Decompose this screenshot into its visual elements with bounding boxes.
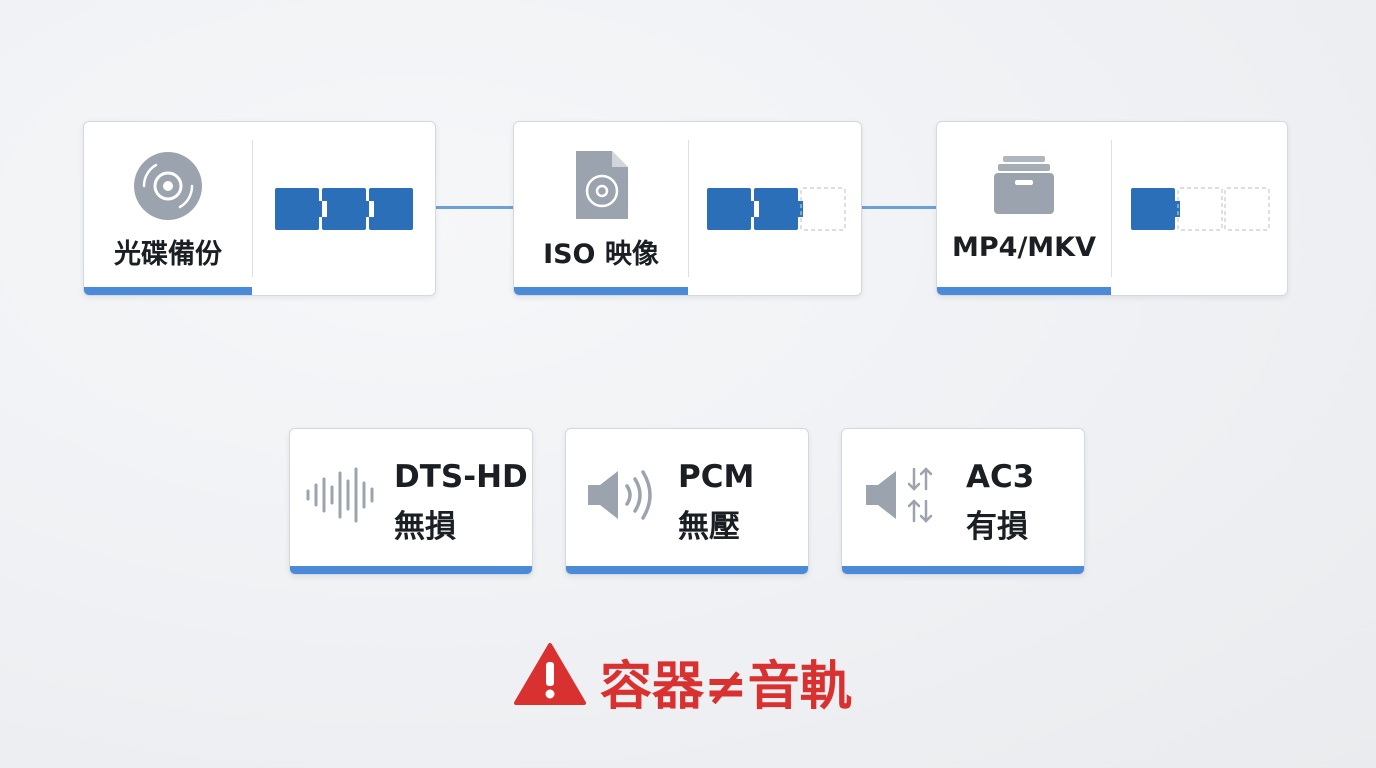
track-block-filled	[754, 188, 803, 230]
track-block-empty	[1224, 187, 1270, 231]
codec-quality: 無損	[394, 509, 456, 545]
format-label: MP4/MKV	[952, 232, 1096, 263]
connector-line	[860, 206, 938, 209]
codec-name: DTS-HD	[394, 459, 528, 495]
format-label: ISO 映像	[543, 239, 659, 270]
warning-text: 容器≠音軌	[600, 657, 852, 717]
track-blocks	[275, 188, 413, 230]
divider	[1111, 140, 1112, 277]
format-card-mp4-mkv: MP4/MKV	[936, 121, 1288, 296]
archive-box-icon	[994, 156, 1054, 214]
disc-icon	[134, 152, 202, 220]
track-block-filled	[1131, 188, 1180, 230]
format-label: 光碟備份	[114, 239, 222, 270]
codec-quality: 有損	[966, 509, 1028, 545]
audio-card-dts-hd: DTS-HD 無損	[289, 428, 533, 575]
accent-bar	[290, 566, 532, 574]
track-block-filled	[275, 188, 324, 230]
connector-line	[434, 206, 516, 209]
accent-bar	[84, 287, 252, 295]
speaker-icon	[588, 470, 652, 520]
track-block-filled	[707, 188, 756, 230]
warning-triangle-icon	[514, 643, 586, 705]
divider	[252, 140, 253, 277]
codec-name: AC3	[966, 459, 1035, 495]
audio-card-pcm: PCM 無壓	[565, 428, 809, 575]
speaker-compress-icon	[866, 467, 933, 523]
accent-bar	[566, 566, 808, 574]
track-blocks	[1131, 187, 1270, 231]
track-block-filled	[322, 188, 371, 230]
track-blocks	[707, 187, 846, 231]
format-card-iso: ISO 映像	[513, 121, 862, 296]
accent-bar	[514, 287, 688, 295]
codec-name: PCM	[678, 459, 755, 495]
track-block-filled	[369, 188, 413, 230]
track-block-empty	[800, 187, 846, 231]
disc-file-icon	[576, 151, 628, 219]
accent-bar	[842, 566, 1084, 574]
format-card-disc-backup: 光碟備份	[83, 121, 436, 296]
accent-bar	[937, 287, 1111, 295]
waveform-icon	[306, 467, 374, 523]
audio-card-ac3: AC3 有損	[841, 428, 1085, 575]
track-block-empty	[1177, 187, 1223, 231]
divider	[688, 140, 689, 277]
codec-quality: 無壓	[678, 509, 740, 545]
